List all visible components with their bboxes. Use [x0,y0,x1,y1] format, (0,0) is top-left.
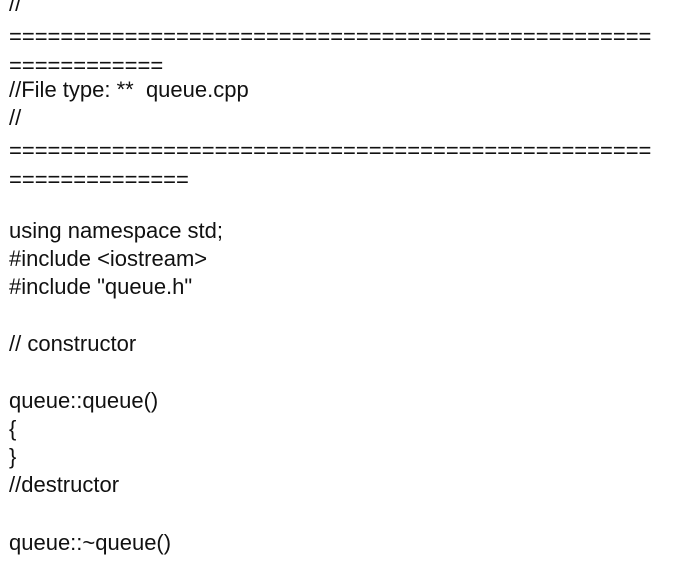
code-line-constructor: queue::queue() [9,388,159,413]
file-type-comment: //File type: ** queue.cpp [9,77,249,102]
code-line-destructor: queue::~queue() [9,530,172,555]
code-line-close-brace: } [9,444,17,469]
code-line-open-brace: { [9,416,17,441]
separator-line: ========================================… [9,140,652,162]
code-line-include-queue: #include "queue.h" [9,274,193,299]
separator-line: ============ [9,55,164,77]
constructor-comment: // constructor [9,331,137,356]
comment-line: // [9,0,22,16]
separator-line: ========================================… [9,26,652,48]
code-line-using-namespace: using namespace std; [9,218,224,243]
separator-line: ============== [9,169,189,191]
comment-line: // [9,105,22,130]
code-line-include-iostream: #include <iostream> [9,246,208,271]
destructor-comment: //destructor [9,472,120,497]
